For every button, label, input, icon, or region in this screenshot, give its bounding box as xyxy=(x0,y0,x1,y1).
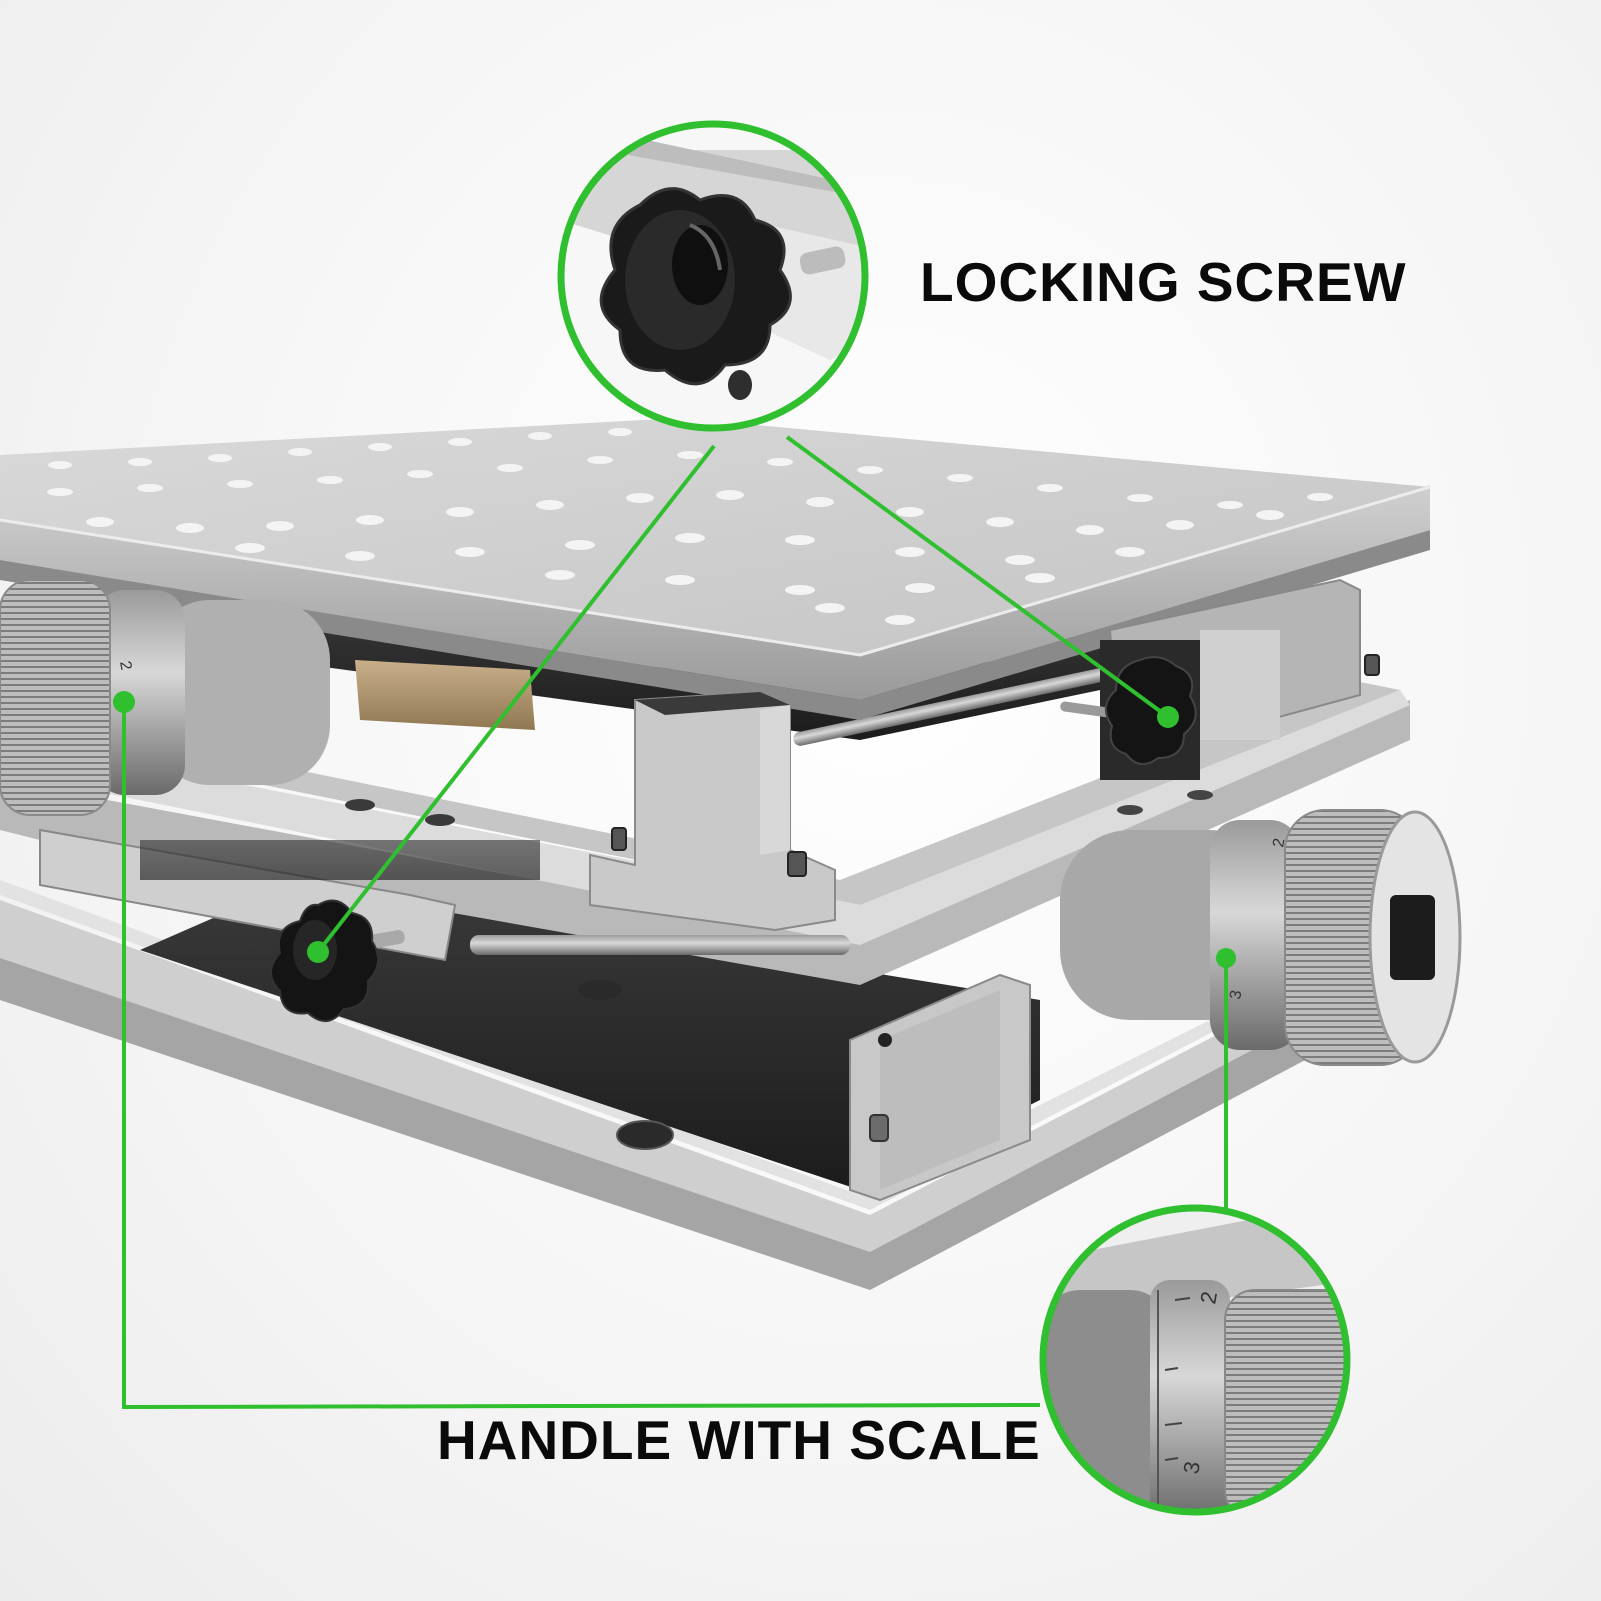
dot-upper-knob xyxy=(1157,706,1179,728)
scale-number: 2 xyxy=(116,660,134,672)
scale-number: 2 xyxy=(1270,837,1288,849)
center-slide-block xyxy=(589,690,836,932)
left-scale-handle: 2 xyxy=(0,579,330,816)
dot-right-handle xyxy=(1216,948,1236,968)
callout-lines xyxy=(122,435,1228,1410)
right-scale-handle: 2 3 xyxy=(1060,809,1462,1066)
locking-screw-label: LOCKING SCREW xyxy=(920,251,1407,313)
dot-lower-knob xyxy=(307,941,329,963)
scale-number: 3 xyxy=(1227,989,1245,1001)
leader-lower-knob xyxy=(316,444,716,954)
dot-left-handle xyxy=(113,691,135,713)
handle-scale-inset: 2 3 xyxy=(1039,1204,1351,1516)
handle-with-scale-label: HANDLE WITH SCALE xyxy=(437,1409,1041,1471)
plate-holes xyxy=(47,428,1333,625)
locking-screw-inset xyxy=(557,120,869,432)
inset-border xyxy=(1039,1204,1351,1516)
scale-number: 3 xyxy=(1178,1459,1205,1475)
leader-left-handle xyxy=(122,702,1041,1410)
leader-upper-knob xyxy=(785,435,1170,719)
scale-number: 2 xyxy=(1195,1289,1222,1305)
inset-border xyxy=(557,120,869,432)
callout-dots xyxy=(113,691,1236,968)
